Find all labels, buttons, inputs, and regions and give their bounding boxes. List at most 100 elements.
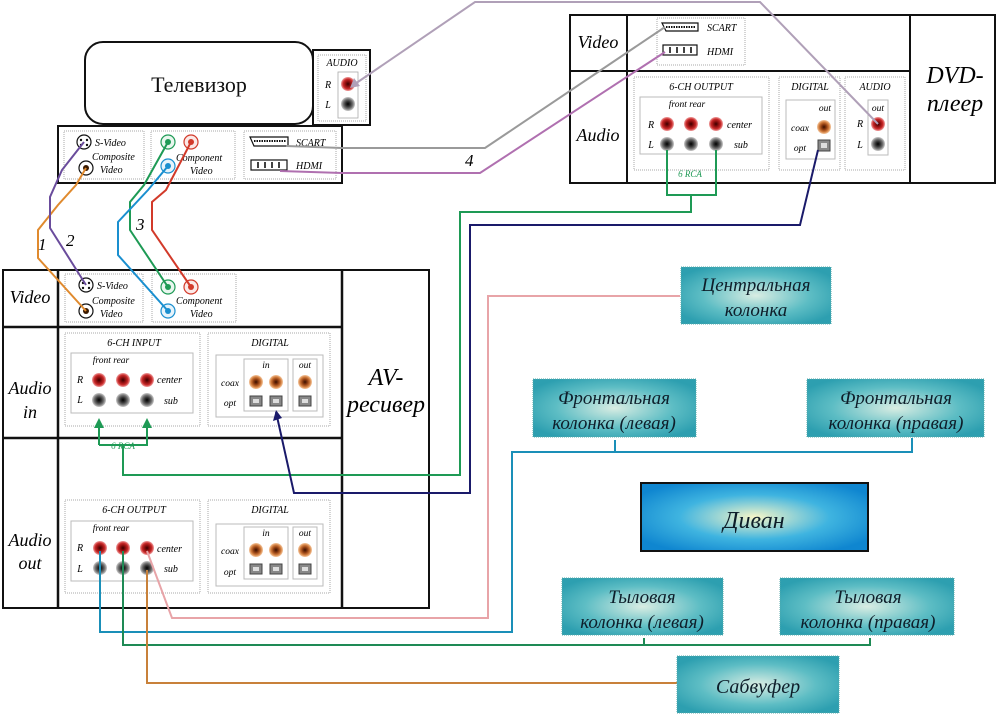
tv-audio-header: AUDIO bbox=[325, 58, 357, 69]
arrow-rca-1 bbox=[94, 418, 104, 428]
receiver-digital-in-label-2: in bbox=[262, 529, 270, 539]
receiver-6ch-out-front-rear: front rear bbox=[93, 523, 130, 534]
receiver-in-front-r-jack[interactable] bbox=[92, 373, 106, 387]
tv-composite-label-2: Video bbox=[100, 165, 123, 176]
tv-component-label: Component bbox=[176, 153, 222, 164]
dvd-digital-header: DIGITAL bbox=[790, 82, 829, 93]
tv-scart-label: SCART bbox=[296, 138, 327, 149]
receiver-6ch-out-header: 6-CH OUTPUT bbox=[102, 505, 167, 516]
dvd-audio-l-jack[interactable] bbox=[871, 137, 885, 151]
tv-audio-l-jack[interactable] bbox=[341, 97, 355, 111]
receiver-in-rear-l-jack[interactable] bbox=[116, 393, 130, 407]
speaker-rear-left-label: Тыловая bbox=[608, 587, 675, 608]
receiver-out-coax-2-jack[interactable] bbox=[269, 543, 283, 557]
dvd-audio-out-label: out bbox=[872, 104, 885, 114]
receiver-coax-in-1-jack[interactable] bbox=[249, 375, 263, 389]
receiver-in-front-l-jack[interactable] bbox=[92, 393, 106, 407]
receiver-digital-header: DIGITAL bbox=[250, 338, 289, 349]
speaker-rear-right-label-2: колонка (правая) bbox=[801, 612, 936, 633]
receiver-out-sub-jack[interactable] bbox=[140, 561, 154, 575]
receiver-6ch-in-front-rear: front rear bbox=[93, 355, 130, 366]
receiver-title-2: ресивер bbox=[345, 392, 425, 418]
speaker-center[interactable]: Центральная колонка bbox=[680, 266, 832, 325]
speaker-front-right-label-2: колонка (правая) bbox=[829, 413, 964, 434]
speaker-front-left-label-2: колонка (левая) bbox=[552, 413, 676, 434]
receiver-composite-label-2: Video bbox=[100, 309, 123, 320]
dvd-title-2: плеер bbox=[927, 91, 983, 117]
cable-front bbox=[99, 438, 913, 633]
speaker-front-right[interactable]: Фронтальная колонка (правая) bbox=[806, 378, 985, 438]
dvd-audio-l-label: L bbox=[856, 140, 863, 151]
cable-svideo bbox=[49, 141, 87, 286]
receiver-coax-in-2-jack[interactable] bbox=[269, 375, 283, 389]
receiver-6ch-in-sub: sub bbox=[164, 396, 178, 407]
cable-hdmi bbox=[279, 51, 666, 174]
tv-title: Телевизор bbox=[151, 72, 247, 97]
receiver-opt-label: opt bbox=[224, 399, 237, 409]
dvd-row-video-label: Video bbox=[578, 32, 619, 52]
sofa-label: Диван bbox=[721, 508, 785, 534]
dvd-sub-jack[interactable] bbox=[709, 137, 723, 151]
receiver-in-center-jack[interactable] bbox=[140, 373, 154, 387]
cable-sub bbox=[146, 570, 678, 684]
speaker-rear-right-label: Тыловая bbox=[834, 587, 901, 608]
receiver-coax-label: coax bbox=[221, 379, 240, 389]
dvd-rear-r-jack[interactable] bbox=[684, 117, 698, 131]
dvd-hdmi-port[interactable] bbox=[662, 44, 698, 56]
arrowheads bbox=[94, 78, 360, 428]
dvd-title: DVD- bbox=[925, 63, 983, 89]
tv-composite-label: Composite bbox=[92, 152, 135, 163]
cable-component-pb bbox=[117, 165, 169, 312]
receiver-out-coax-3-jack[interactable] bbox=[298, 543, 312, 557]
receiver-digital-out-label: out bbox=[299, 361, 312, 371]
dvd-6ch-center: center bbox=[727, 120, 752, 131]
receiver-out-rear-r-jack[interactable] bbox=[116, 541, 130, 555]
dvd-front-l-jack[interactable] bbox=[660, 137, 674, 151]
speaker-rear-left[interactable]: Тыловая колонка (левая) bbox=[561, 577, 724, 636]
subwoofer[interactable]: Сабвуфер bbox=[676, 655, 840, 714]
cable-component-y bbox=[129, 141, 169, 288]
dvd-coax-label: coax bbox=[791, 124, 810, 134]
cable-composite bbox=[37, 167, 87, 312]
cables bbox=[37, 1, 913, 684]
dvd-6ch-r: R bbox=[647, 120, 654, 131]
speaker-front-left[interactable]: Фронтальная колонка (левая) bbox=[532, 378, 697, 438]
dvd-rear-l-jack[interactable] bbox=[684, 137, 698, 151]
tv-connector-panel bbox=[57, 125, 343, 184]
av-receiver: Video Audio in Audio out AV- ресивер S-V… bbox=[2, 269, 430, 609]
cable-component-pr bbox=[151, 141, 192, 288]
receiver-out-center-jack[interactable] bbox=[140, 541, 154, 555]
dvd-hdmi-label: HDMI bbox=[706, 47, 734, 58]
receiver-out-front-r-jack[interactable] bbox=[93, 541, 107, 555]
tv-hdmi-port[interactable] bbox=[250, 159, 288, 171]
speaker-center-label: Центральная bbox=[701, 275, 811, 296]
speaker-rear-right[interactable]: Тыловая колонка (правая) bbox=[779, 577, 955, 636]
dvd-coax-out-jack[interactable] bbox=[817, 120, 831, 134]
receiver-out-coax-1-jack[interactable] bbox=[249, 543, 263, 557]
dvd-scart-label: SCART bbox=[707, 23, 738, 34]
receiver-6ch-out-center: center bbox=[157, 544, 182, 555]
receiver-in-sub-jack[interactable] bbox=[140, 393, 154, 407]
receiver-6ch-out-l: L bbox=[76, 564, 83, 575]
receiver-6ch-out-r: R bbox=[76, 543, 83, 554]
receiver-digital-out-label-2: out bbox=[299, 529, 312, 539]
dvd-rca-label: 6 RCA bbox=[678, 169, 702, 179]
receiver-title: AV- bbox=[367, 365, 404, 391]
speaker-front-left-label: Фронтальная bbox=[558, 388, 670, 409]
tv-audio-r-label: R bbox=[324, 80, 331, 91]
receiver-coax-label-2: coax bbox=[221, 547, 240, 557]
receiver-digital-in-label: in bbox=[262, 361, 270, 371]
receiver-in-rear-r-jack[interactable] bbox=[116, 373, 130, 387]
dvd-6ch-header: 6-CH OUTPUT bbox=[669, 82, 734, 93]
cable-6rca bbox=[98, 150, 717, 476]
receiver-coax-out-jack[interactable] bbox=[298, 375, 312, 389]
speaker-front-right-label: Фронтальная bbox=[840, 388, 952, 409]
dvd-opt-label: opt bbox=[794, 144, 807, 154]
dvd-front-r-jack[interactable] bbox=[660, 117, 674, 131]
arrow-optical bbox=[273, 410, 282, 421]
cable-audio-r bbox=[351, 1, 879, 125]
dvd-center-jack[interactable] bbox=[709, 117, 723, 131]
subwoofer-label: Сабвуфер bbox=[716, 676, 800, 698]
dvd-digital-out-label: out bbox=[819, 104, 832, 114]
dvd-audio-header: AUDIO bbox=[858, 82, 890, 93]
